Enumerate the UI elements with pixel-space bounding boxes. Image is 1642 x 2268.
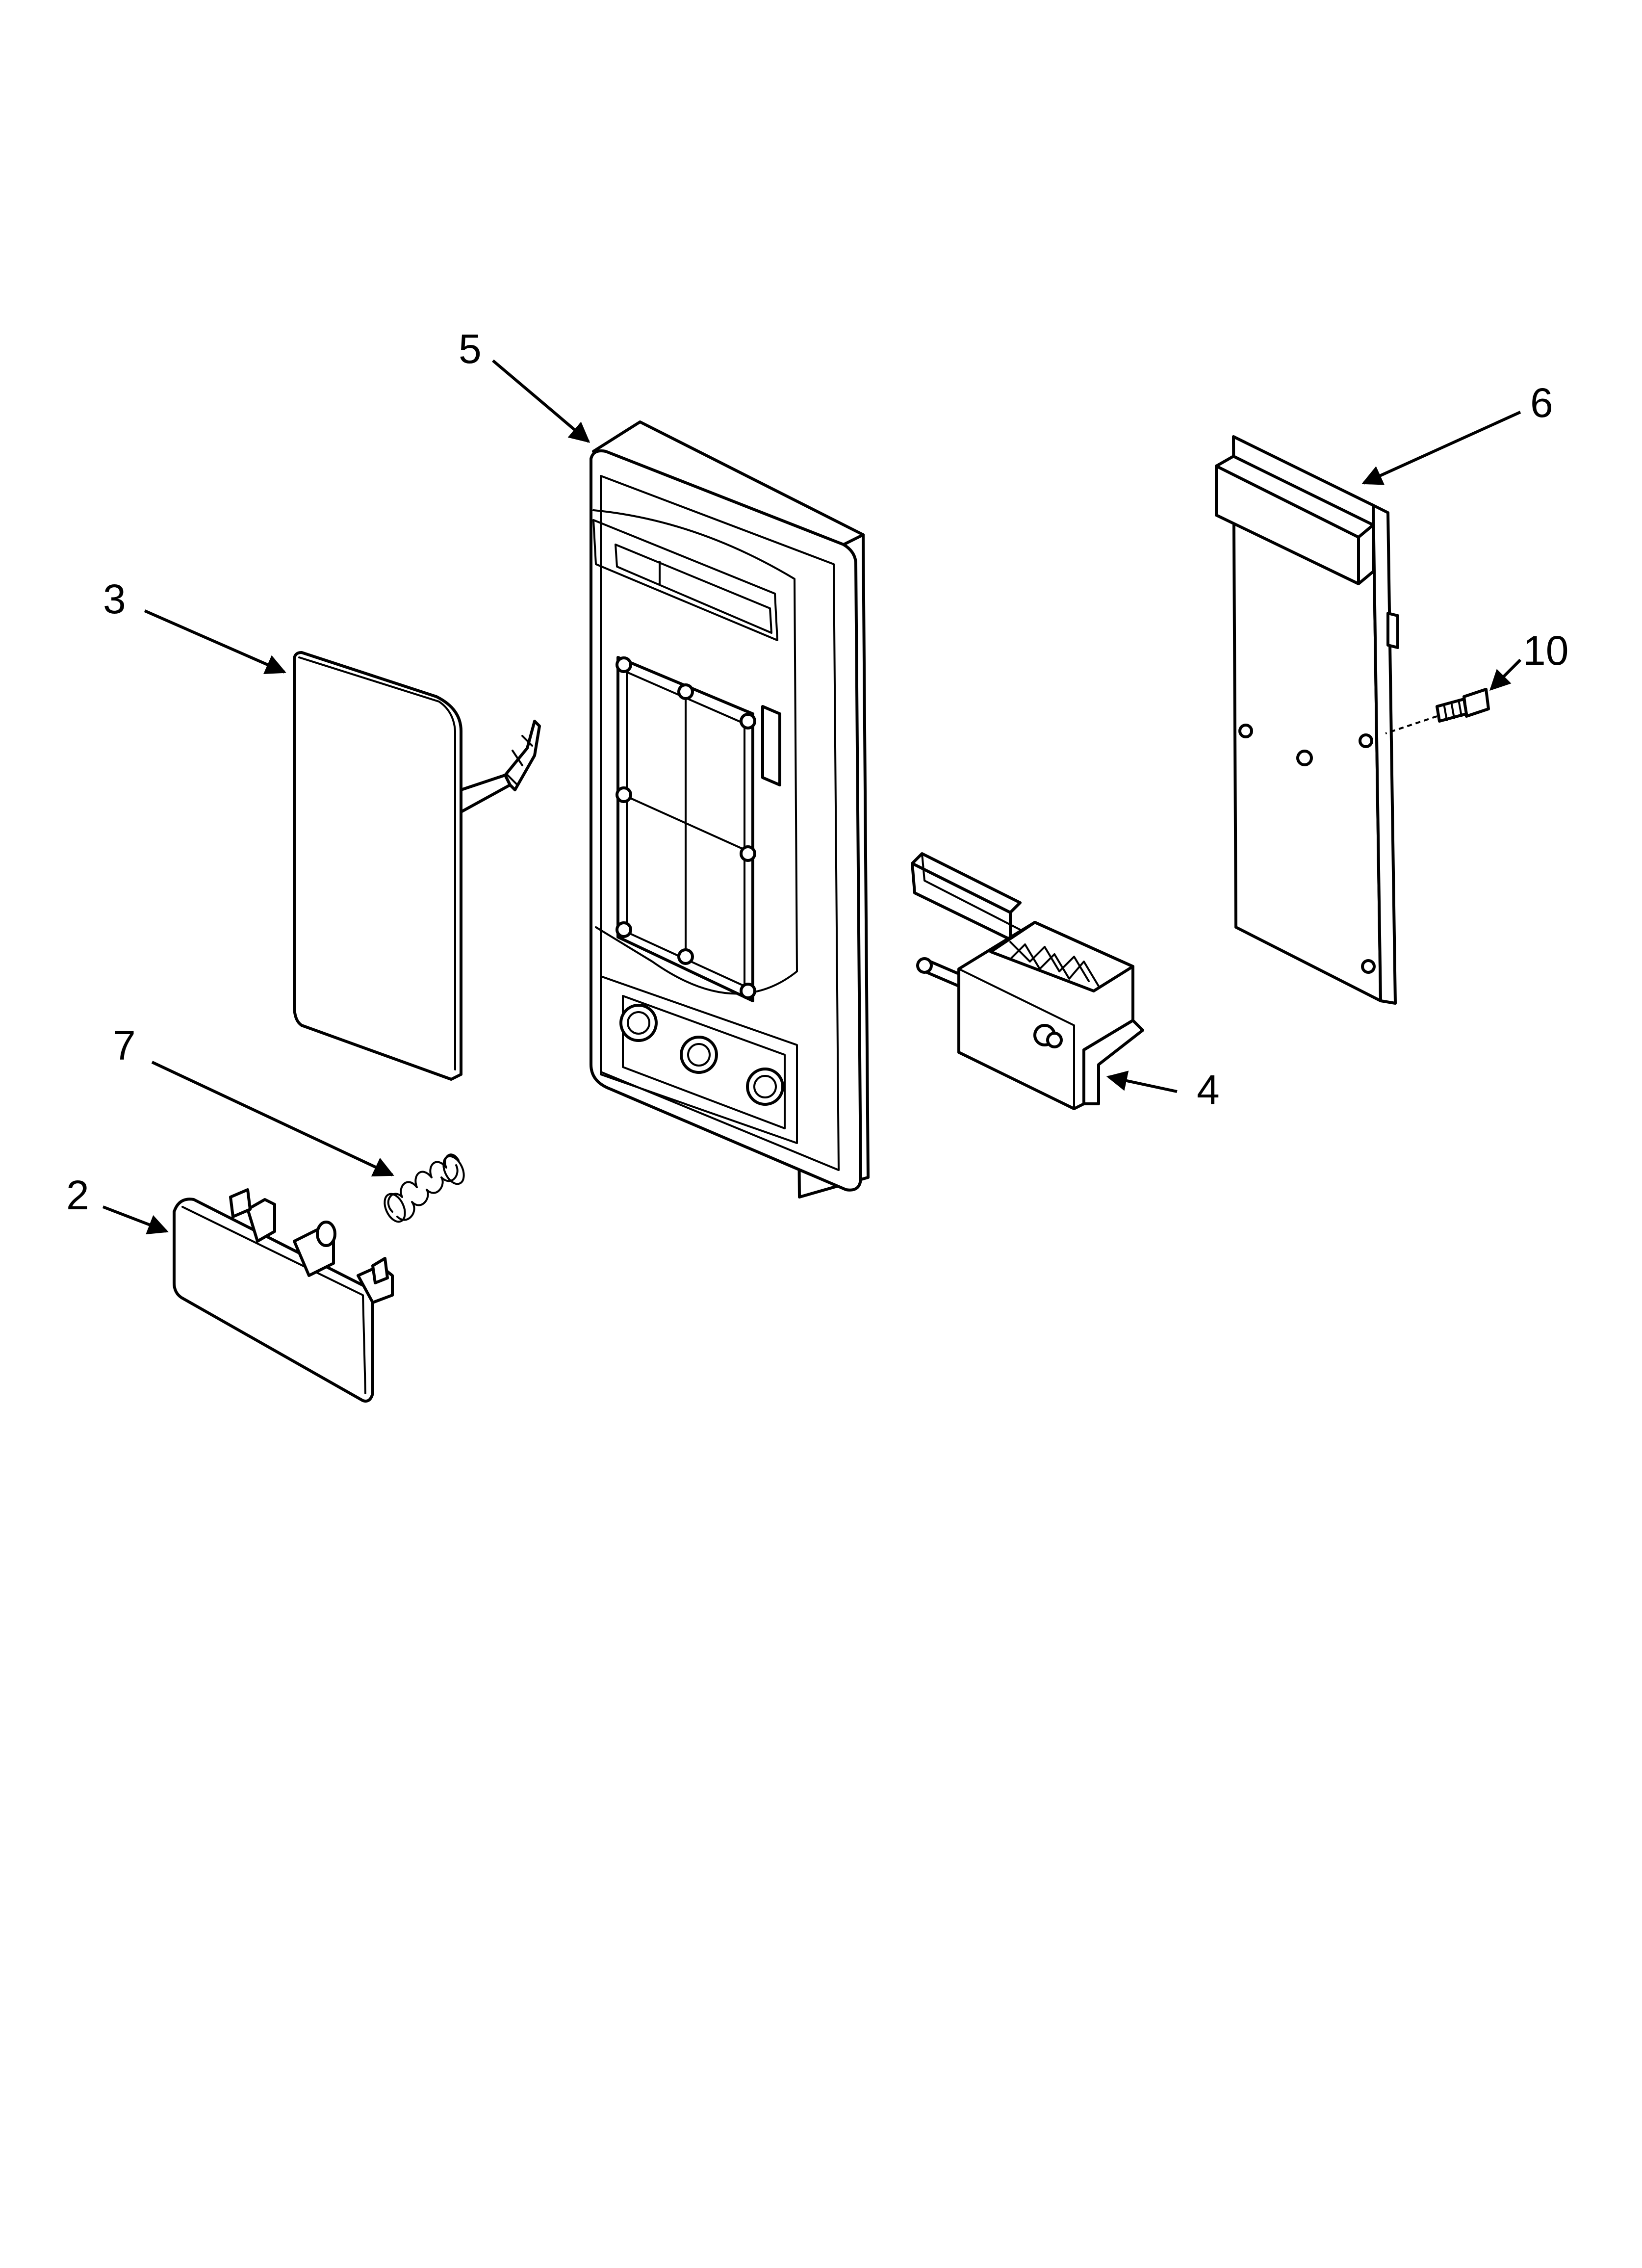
callout-label-3: 3 <box>103 576 126 622</box>
part-4-latch-assembly <box>911 852 1144 1110</box>
callout-4: 4 <box>1106 1067 1220 1113</box>
leader-10 <box>1489 658 1522 691</box>
callout-label-6: 6 <box>1530 380 1553 426</box>
callout-10: 10 <box>1489 627 1568 691</box>
callout-3: 3 <box>103 576 286 675</box>
leader-2 <box>102 1205 169 1235</box>
part-3-touch-pad <box>293 651 541 1081</box>
callout-label-2: 2 <box>66 1172 89 1218</box>
leader-3 <box>144 609 286 675</box>
leader-7 <box>151 1061 394 1176</box>
callout-2: 2 <box>66 1172 169 1235</box>
leader-5 <box>492 359 590 443</box>
part-5-control-panel <box>590 420 870 1199</box>
callout-label-4: 4 <box>1197 1067 1220 1113</box>
part-7-spring <box>384 1153 465 1223</box>
part-6-control-board <box>1215 435 1399 1005</box>
part-10-screw <box>1385 688 1490 734</box>
leader-4 <box>1106 1070 1178 1093</box>
callout-label-7: 7 <box>113 1022 136 1069</box>
leader-6 <box>1361 411 1521 485</box>
callout-label-5: 5 <box>459 326 482 372</box>
callout-label-10: 10 <box>1523 627 1568 674</box>
callout-6: 6 <box>1361 380 1553 485</box>
callout-7: 7 <box>113 1022 394 1176</box>
part-2-release-button <box>173 1188 394 1403</box>
callout-5: 5 <box>459 326 590 443</box>
